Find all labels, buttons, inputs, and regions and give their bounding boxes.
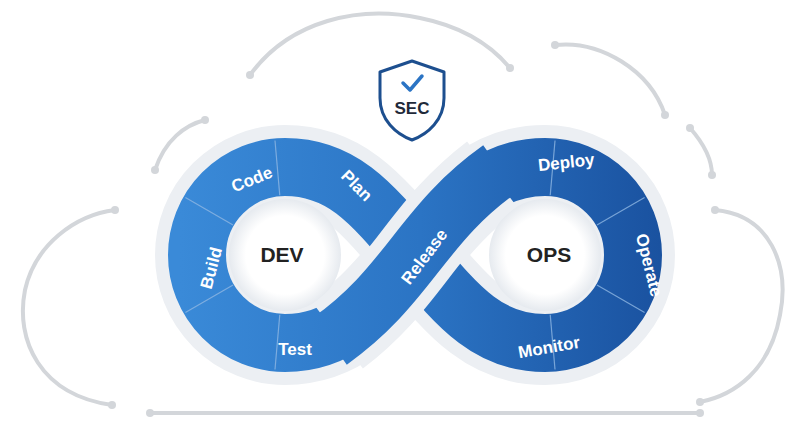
security-shield: SEC xyxy=(376,58,448,142)
cloud-dots xyxy=(108,41,719,417)
segment-label: Test xyxy=(278,341,312,360)
segment-dividers xyxy=(185,140,644,369)
segment-divider xyxy=(185,198,233,226)
segment-divider xyxy=(597,285,645,313)
cloud-outline xyxy=(23,14,783,413)
loop-segment: Test xyxy=(274,339,316,362)
segment-label: Deploy xyxy=(537,151,595,176)
loop-center-label: OPS xyxy=(527,243,571,267)
shield-text: SEC xyxy=(376,99,448,119)
segment-divider xyxy=(597,198,645,226)
loop-center-label: DEV xyxy=(260,243,303,267)
segment-divider xyxy=(275,140,280,195)
infinity-loop xyxy=(197,167,633,343)
